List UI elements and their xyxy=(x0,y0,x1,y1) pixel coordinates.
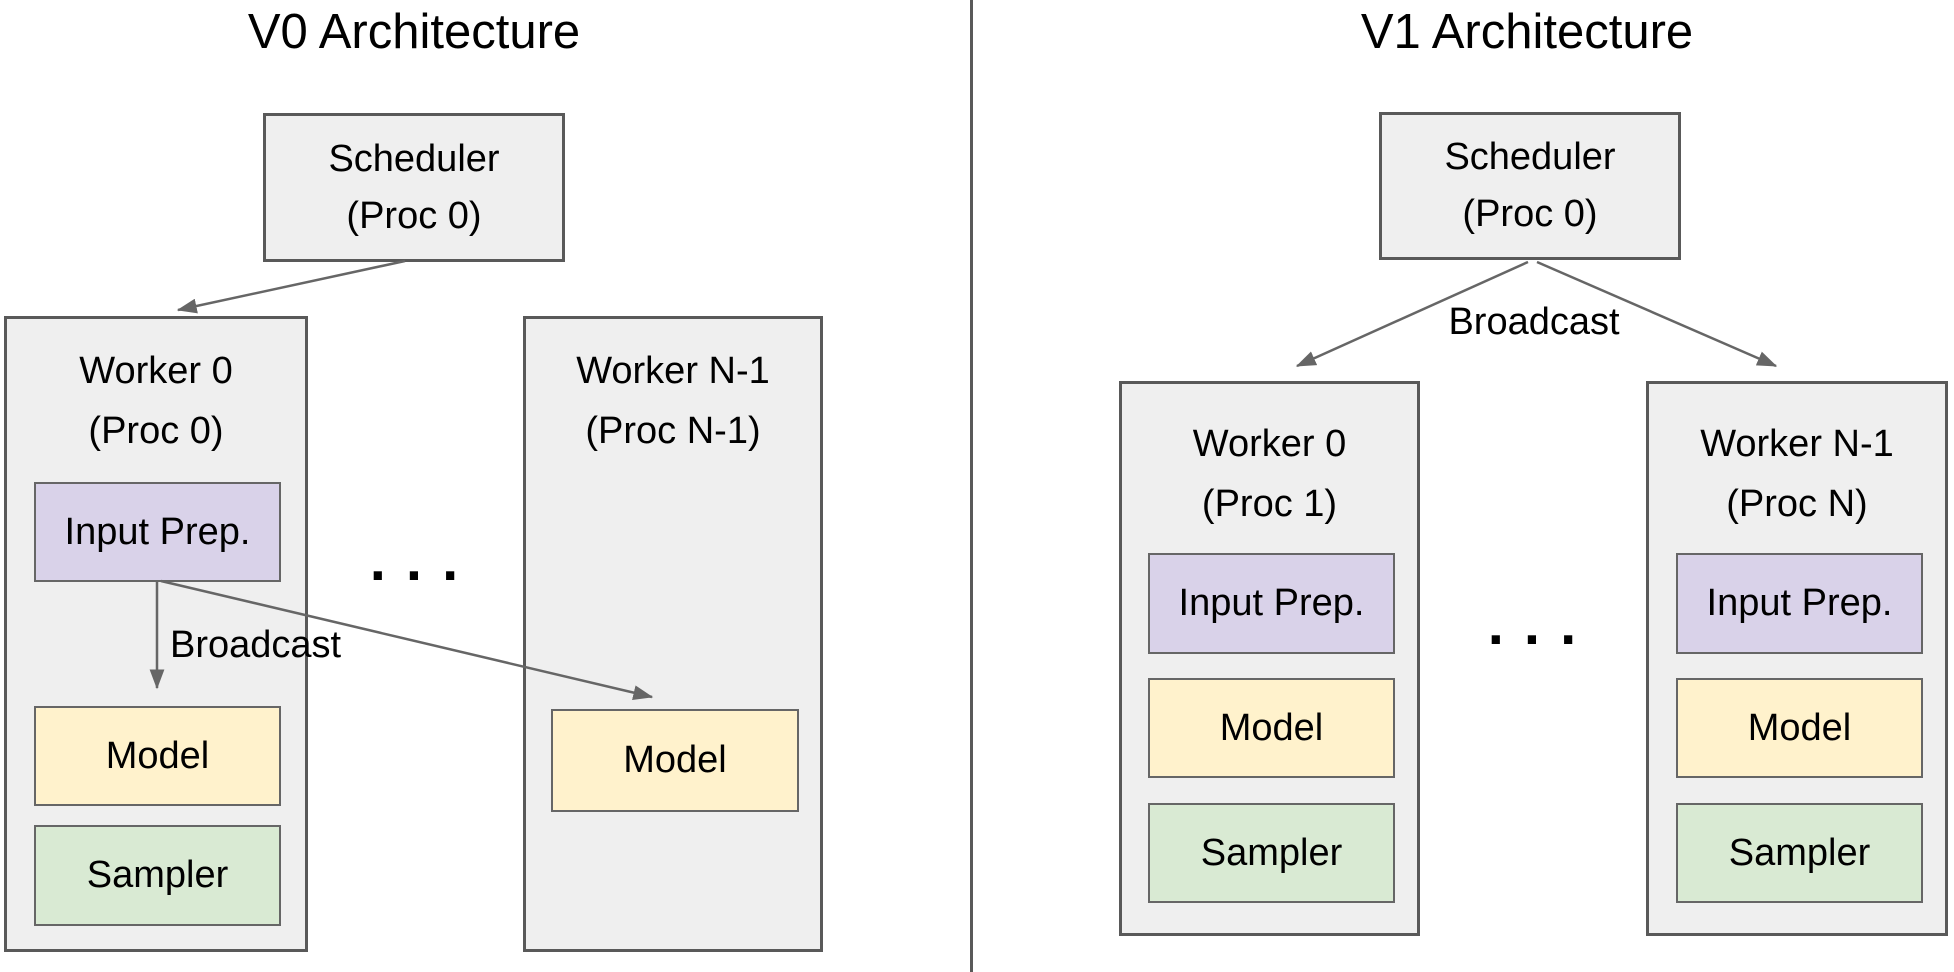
v1-workerN-input-prep-box: Input Prep. xyxy=(1676,553,1923,654)
v0-workerN-label: Worker N-1 xyxy=(576,350,770,392)
v0-scheduler-label: Scheduler xyxy=(328,137,500,180)
v0-scheduler-box: Scheduler (Proc 0) xyxy=(263,113,565,262)
v1-ellipsis: . . . xyxy=(1487,592,1579,657)
v1-scheduler-proc-label: (Proc 0) xyxy=(1462,193,1598,235)
v0-panel-title: V0 Architecture xyxy=(247,5,581,59)
v0-workerN-model-box: Model xyxy=(551,709,799,812)
v1-worker0-box: Worker 0 (Proc 1) Input Prep. Model Samp… xyxy=(1119,381,1420,936)
v1-worker0-model-box: Model xyxy=(1148,678,1395,778)
v0-worker0-model-box: Model xyxy=(34,706,281,806)
v0-broadcast-label: Broadcast xyxy=(170,624,342,666)
v1-scheduler-label: Scheduler xyxy=(1444,136,1616,178)
v0-worker0-title: Worker 0 (Proc 0) xyxy=(7,341,305,461)
v1-workerN-title: Worker N-1 (Proc N) xyxy=(1649,414,1945,534)
v0-scheduler-proc-label: (Proc 0) xyxy=(346,194,482,237)
v1-workerN-label: Worker N-1 xyxy=(1700,423,1894,465)
v1-worker0-proc-label: (Proc 1) xyxy=(1201,483,1338,525)
v1-broadcast-label: Broadcast xyxy=(1448,301,1620,343)
v1-worker0-input-prep-box: Input Prep. xyxy=(1148,553,1395,654)
v1-panel-title: V1 Architecture xyxy=(1360,5,1694,59)
v1-workerN-model-box: Model xyxy=(1676,678,1923,778)
v1-scheduler-box: Scheduler (Proc 0) xyxy=(1379,112,1681,260)
v0-worker0-input-prep-box: Input Prep. xyxy=(34,482,281,582)
v0-workerN-proc-label: (Proc N-1) xyxy=(585,410,761,452)
v0-scheduler-to-worker0-arrow xyxy=(176,259,406,314)
v1-workerN-sampler-box: Sampler xyxy=(1676,803,1923,903)
v1-workerN-box: Worker N-1 (Proc N) Input Prep. Model Sa… xyxy=(1646,381,1948,936)
v0-worker0-label: Worker 0 xyxy=(79,350,233,392)
v0-worker0-proc-label: (Proc 0) xyxy=(88,410,224,452)
v0-ellipsis: . . . xyxy=(369,528,461,593)
v1-worker0-sampler-box: Sampler xyxy=(1148,803,1395,903)
v1-workerN-proc-label: (Proc N) xyxy=(1726,483,1868,525)
panel-divider xyxy=(970,0,973,972)
v1-worker0-label: Worker 0 xyxy=(1192,423,1347,465)
v0-workerN-box: Worker N-1 (Proc N-1) Model xyxy=(523,316,823,952)
v0-worker0-sampler-box: Sampler xyxy=(34,825,281,926)
v0-workerN-title: Worker N-1 (Proc N-1) xyxy=(526,341,820,461)
v1-worker0-title: Worker 0 (Proc 1) xyxy=(1122,414,1417,534)
